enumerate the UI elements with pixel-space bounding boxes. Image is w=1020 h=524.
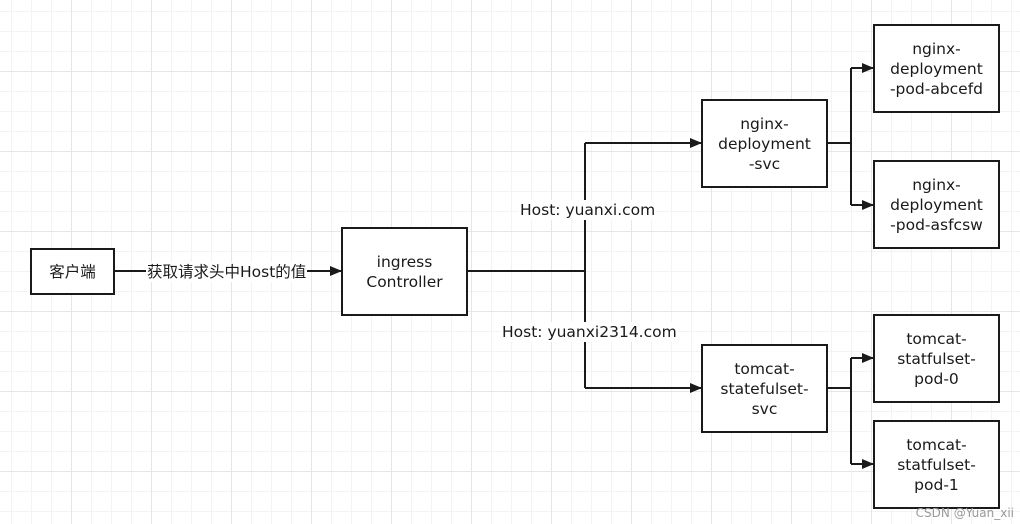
edge-label-host-yuanxi: Host: yuanxi.com [519, 200, 657, 220]
tomcat-svc-node: tomcat- statefulset- svc [701, 344, 828, 433]
nginx-svc-node: nginx- deployment -svc [701, 99, 828, 188]
tomcat-pod-1-node: tomcat- statfulset- pod-1 [873, 420, 1000, 509]
watermark: CSDN @Yuan_xii [915, 506, 1014, 520]
nginx-pod-asfcsw-node: nginx- deployment -pod-asfcsw [873, 160, 1000, 249]
edge-label-host-yuanxi2314: Host: yuanxi2314.com [501, 322, 678, 342]
ingress-controller-node: ingress Controller [341, 227, 468, 316]
edge-label-get-host: 获取请求头中Host的值 [146, 262, 308, 282]
nginx-pod-abcefd-node: nginx- deployment -pod-abcefd [873, 24, 1000, 113]
tomcat-pod-0-node: tomcat- statfulset- pod-0 [873, 314, 1000, 403]
client-node: 客户端 [30, 248, 115, 295]
